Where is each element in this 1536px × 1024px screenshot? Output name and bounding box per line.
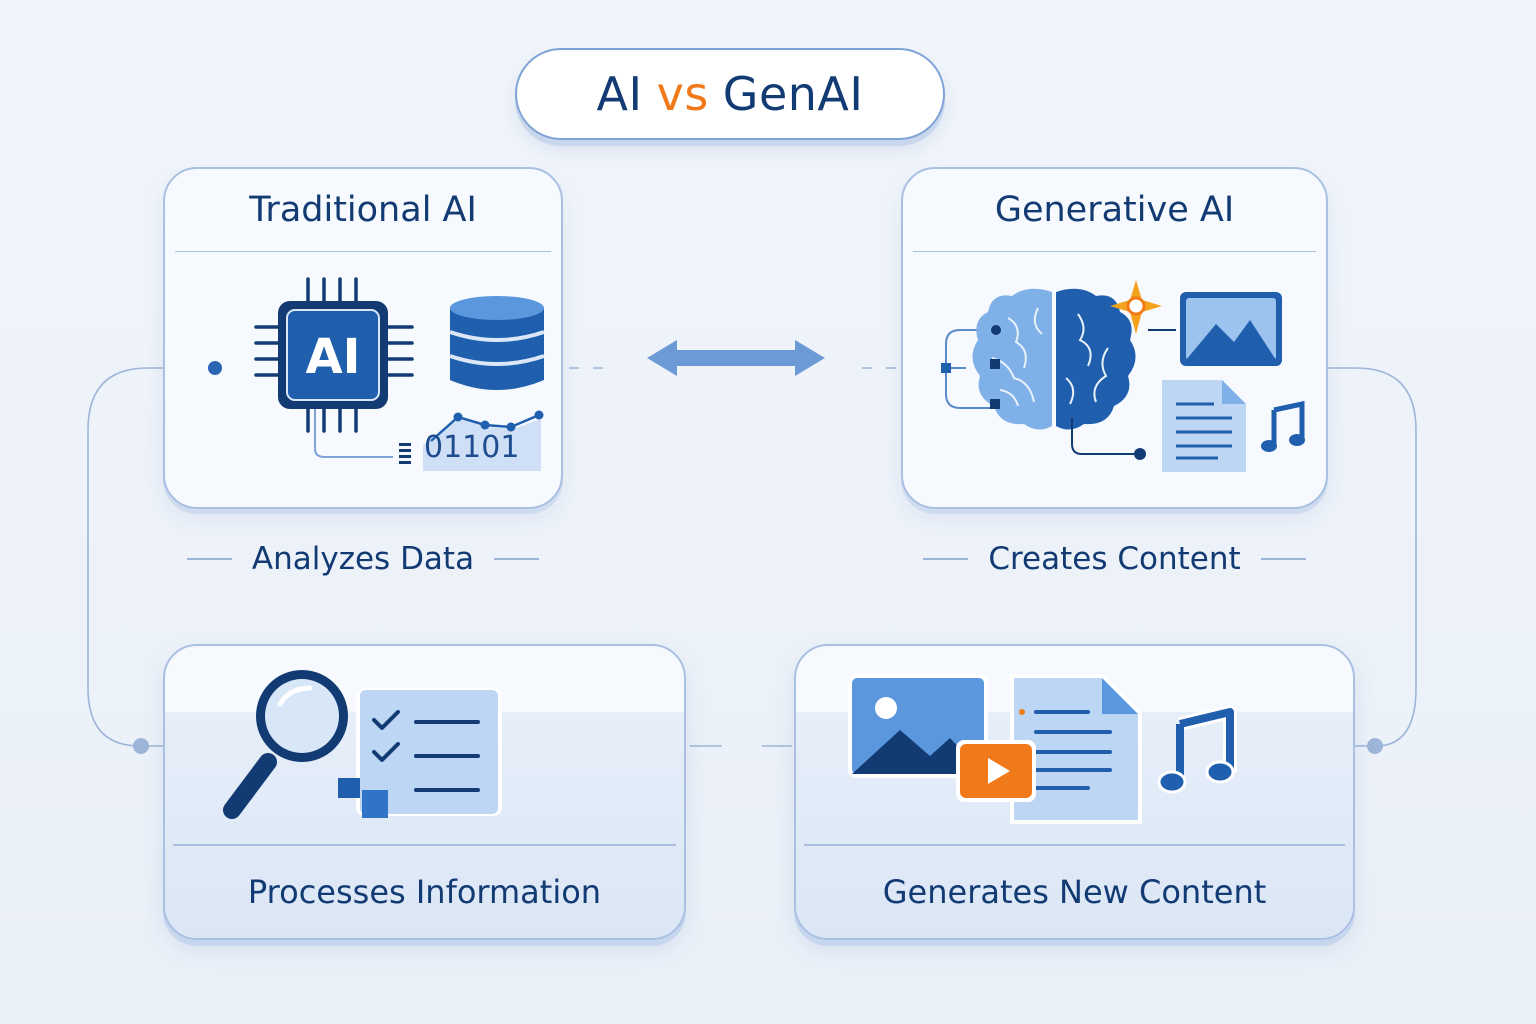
title-genai: GenAI bbox=[722, 67, 864, 121]
caption-dash bbox=[923, 558, 969, 560]
ai-chip-icon: AI bbox=[254, 277, 414, 433]
generative-ai-heading: Generative AI bbox=[913, 169, 1316, 252]
caption-dash bbox=[494, 558, 540, 560]
play-video-icon bbox=[956, 740, 1036, 802]
caption-dash bbox=[1260, 558, 1306, 560]
database-icon bbox=[449, 296, 545, 390]
document-icon bbox=[1010, 674, 1142, 824]
left-node-dot bbox=[208, 361, 222, 375]
right-caption: Creates Content bbox=[901, 534, 1328, 584]
card-divider bbox=[804, 844, 1345, 846]
connector-dot-right bbox=[1367, 738, 1383, 754]
magnifier-icon bbox=[223, 670, 348, 819]
connector-dot-left bbox=[133, 738, 149, 754]
left-caption-text: Analyzes Data bbox=[251, 541, 475, 577]
image-icon bbox=[848, 674, 988, 778]
caption-dash bbox=[186, 558, 232, 560]
binary-text: 01101 bbox=[424, 430, 520, 465]
title-ai: AI bbox=[596, 67, 643, 121]
brain-icon bbox=[941, 288, 1146, 460]
card-divider bbox=[173, 844, 676, 846]
music-note-icon bbox=[1261, 400, 1305, 452]
image-icon bbox=[1180, 292, 1282, 366]
document-icon bbox=[1162, 380, 1246, 472]
generates-new-content-label: Generates New Content bbox=[882, 873, 1267, 911]
traditional-ai-heading: Traditional AI bbox=[175, 169, 551, 252]
line-chart-icon bbox=[314, 409, 544, 471]
checklist-icon bbox=[338, 688, 502, 818]
title-pill: AI vs GenAI bbox=[515, 48, 945, 140]
double-arrow-icon bbox=[647, 340, 825, 376]
sparkle-icon bbox=[1110, 280, 1176, 334]
right-caption-text: Creates Content bbox=[988, 541, 1241, 577]
processes-information-label: Processes Information bbox=[247, 873, 602, 911]
left-caption: Analyzes Data bbox=[163, 534, 563, 584]
music-note-icon bbox=[1157, 706, 1237, 794]
ai-chip-label: AI bbox=[305, 329, 360, 385]
title-vs: vs bbox=[656, 67, 709, 121]
